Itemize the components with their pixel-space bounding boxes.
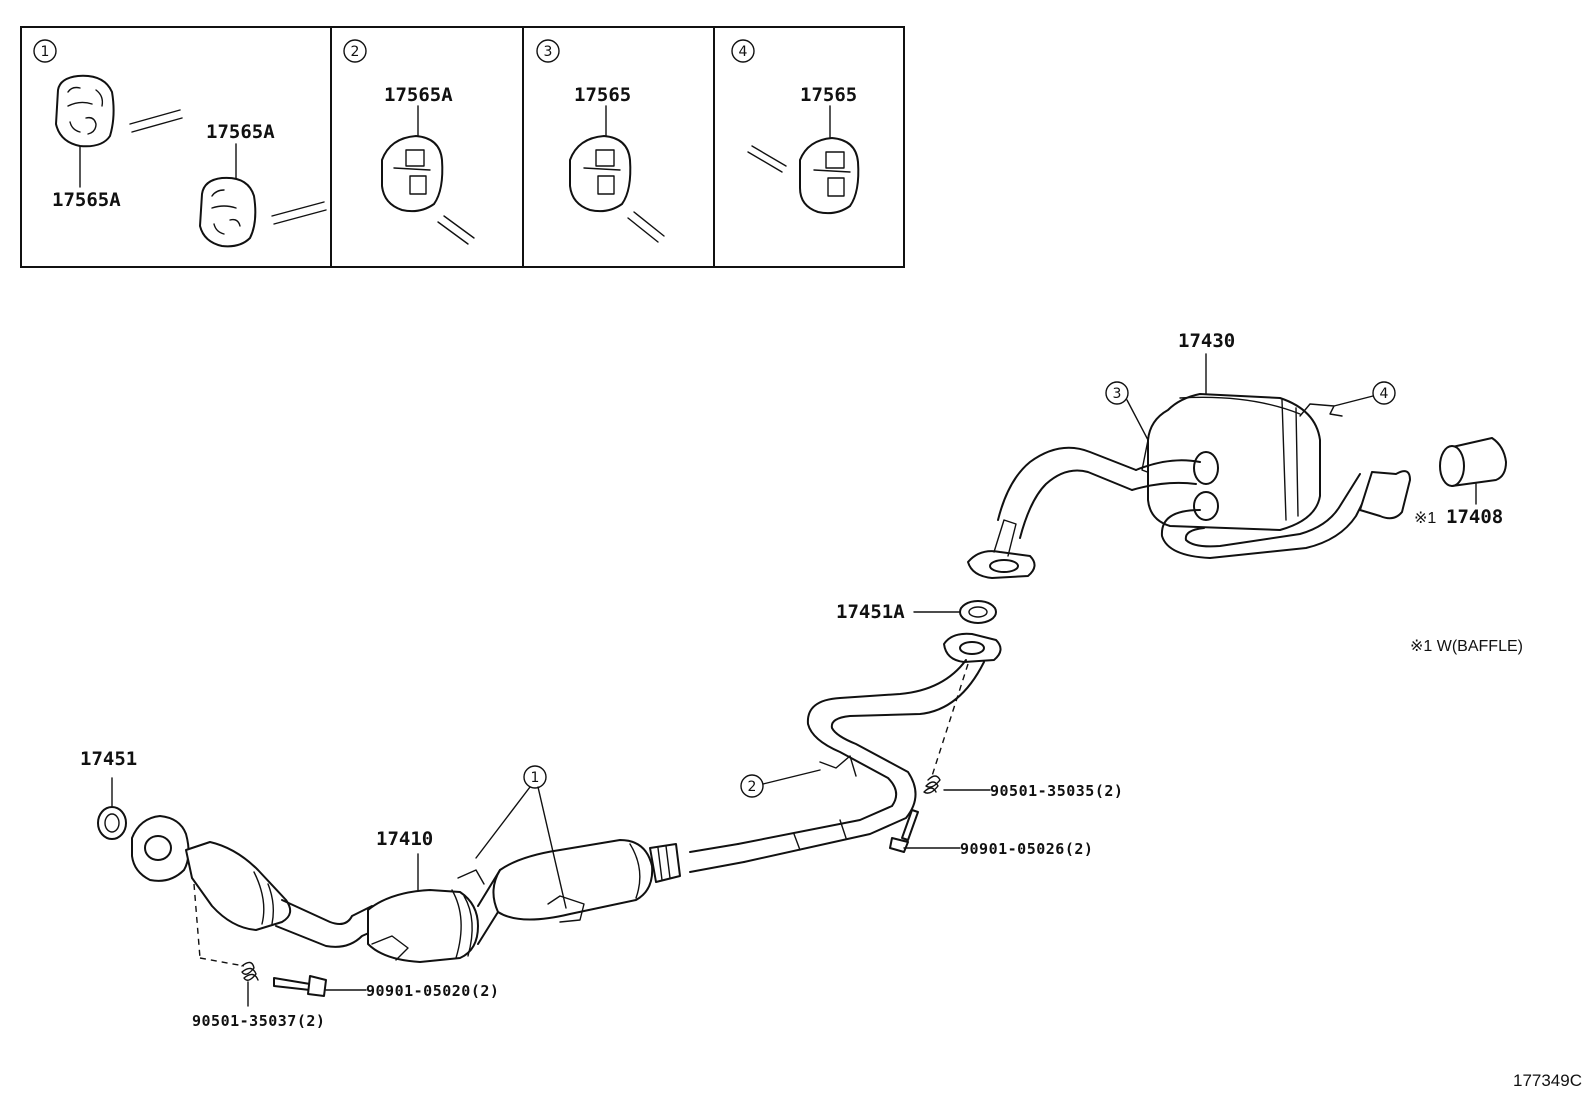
part-label-17565-b: 17565	[800, 84, 857, 106]
part-label-90901-05020: 90901-05020(2)	[366, 982, 499, 1000]
part-label-90501-35035: 90501-35035(2)	[990, 782, 1123, 800]
inset-panel-1: 1 17565A 17565A	[33, 39, 327, 248]
bolt-90901-05026-icon	[889, 809, 919, 853]
rear-muffler-assembly	[967, 393, 1411, 579]
callout-4: 4	[1380, 386, 1389, 402]
spring-90501-35037-icon	[241, 961, 259, 981]
callout-3: 3	[1113, 386, 1122, 402]
panel-3-number: 3	[544, 44, 553, 60]
panel-2-number: 2	[351, 44, 360, 60]
part-label-17565A-b: 17565A	[206, 121, 275, 143]
bolt-90901-05020-icon	[273, 975, 327, 997]
part-label-90501-35037: 90501-35037(2)	[192, 1012, 325, 1030]
part-label-17430: 17430	[1178, 330, 1235, 352]
gasket-17451-icon	[97, 806, 127, 840]
gasket-17451A-icon	[959, 600, 997, 624]
inset-panel-2: 2 17565A	[343, 39, 475, 245]
center-pipe-assembly	[492, 632, 1002, 923]
callout-1: 1	[531, 770, 540, 786]
rubber-hanger-icon	[799, 137, 860, 215]
part-label-17410: 17410	[376, 828, 433, 850]
part-label-17408: 17408	[1446, 506, 1503, 528]
part-label-17451A: 17451A	[836, 601, 905, 623]
diagram-code: 177349C	[1513, 1071, 1582, 1090]
callout-2: 2	[748, 779, 757, 795]
panel-4-number: 4	[739, 44, 748, 60]
baffle-note: ※1 W(BAFFLE)	[1410, 638, 1523, 655]
baffle-tip-icon	[1439, 437, 1507, 487]
inset-panel-3: 3 17565	[536, 39, 665, 243]
part-label-17565A-a: 17565A	[52, 189, 121, 211]
rubber-hanger-icon	[55, 74, 115, 148]
part-label-90901-05026: 90901-05026(2)	[960, 840, 1093, 858]
part-label-17565A-c: 17565A	[384, 84, 453, 106]
rubber-hanger-icon	[199, 176, 257, 248]
front-pipe-converter	[131, 815, 501, 963]
inset-panels	[20, 26, 905, 268]
rubber-hanger-icon	[569, 135, 632, 213]
inset-panel-4: 4 17565	[731, 39, 860, 215]
part-17408-mark: ※1	[1414, 510, 1436, 527]
part-label-17565-a: 17565	[574, 84, 631, 106]
rubber-hanger-icon	[381, 135, 444, 213]
spring-90501-35035-icon	[923, 775, 941, 794]
panel-1-number: 1	[41, 44, 50, 60]
part-label-17451: 17451	[80, 748, 137, 770]
